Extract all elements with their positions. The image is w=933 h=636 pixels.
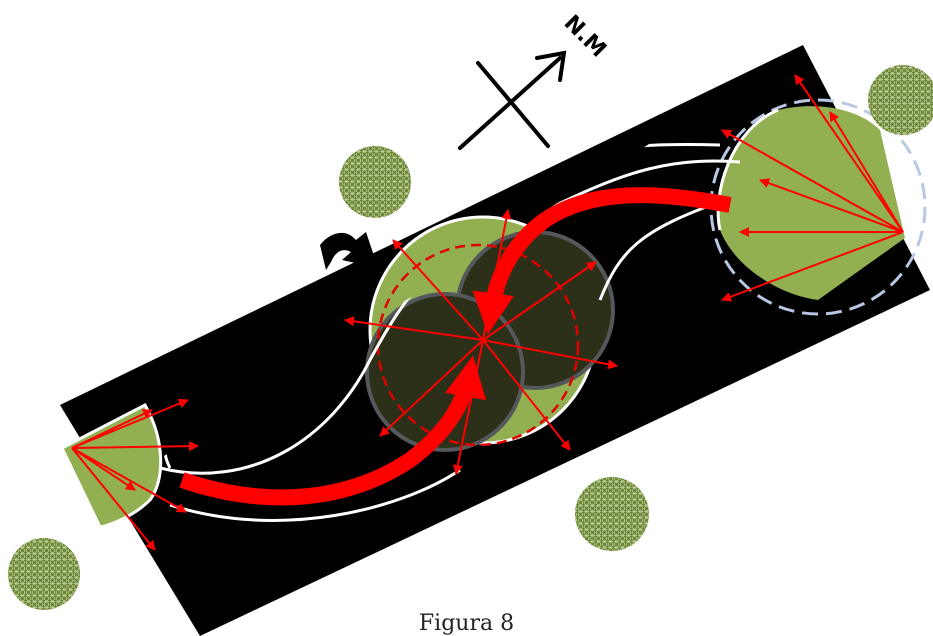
- north-arrow-icon: [458, 50, 567, 150]
- tree-icon: [575, 477, 649, 551]
- main-flow-arrows: [179, 187, 732, 506]
- north-label: N.M: [559, 11, 611, 63]
- tree-icon: [868, 65, 933, 135]
- tree-icon: [339, 146, 411, 218]
- trees: [8, 65, 933, 610]
- view-arrows: [71, 74, 904, 551]
- curved-entrance-arrow-icon: [320, 232, 378, 270]
- tree-icon: [8, 538, 80, 610]
- figure-caption: Figura 8: [418, 611, 515, 636]
- green-zone-left: [60, 403, 163, 529]
